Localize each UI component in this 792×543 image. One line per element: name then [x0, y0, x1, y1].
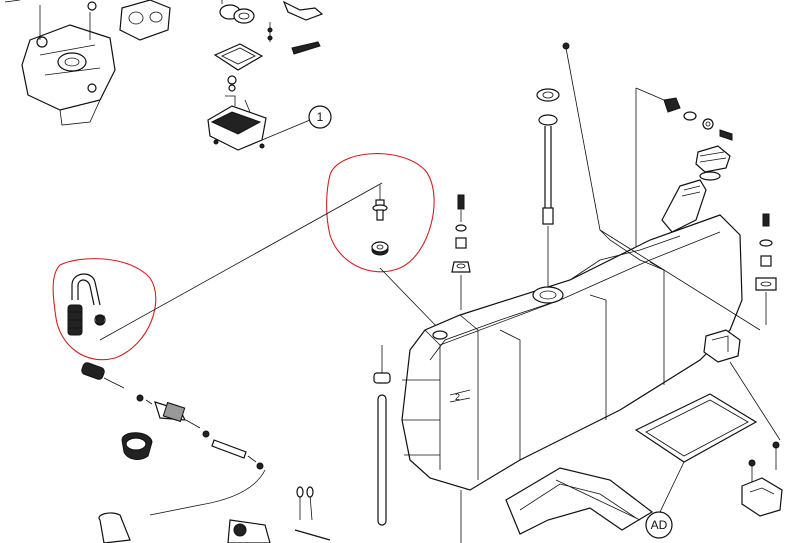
- leader-line-strap: [565, 47, 601, 231]
- clamp-piece: [121, 432, 153, 460]
- vent-fitting: [371, 185, 389, 256]
- leader-hose-to-fitting: [99, 182, 383, 341]
- rubber-pad: [634, 393, 758, 463]
- vertical-pipe: [373, 345, 391, 526]
- highlight-circle-fitting: [326, 153, 435, 273]
- bottom-right-bracket: [741, 441, 783, 517]
- mount-bracket: [703, 329, 781, 441]
- heat-shield: [505, 467, 654, 535]
- fuel-tank: 2: [401, 214, 743, 491]
- callout-1: 1: [261, 105, 332, 141]
- gasket-top: [87, 0, 171, 41]
- sending-unit-box: [207, 95, 267, 151]
- leader-fitting-to-tank: [379, 267, 441, 331]
- fuel-cap: [695, 145, 731, 181]
- tank-straps: [429, 229, 665, 361]
- gasket-square: [213, 43, 264, 92]
- nut-washer-set-top: [635, 87, 733, 260]
- callout-ad-label: AD: [651, 518, 668, 532]
- highlight-circle-hose: [52, 258, 157, 361]
- clamp-rings: [219, 0, 255, 24]
- leader-tank-top-right: [599, 229, 761, 331]
- small-link-parts: [267, 0, 324, 55]
- right-bolt-stack: [755, 213, 777, 325]
- fuel-filter-line: [81, 362, 210, 438]
- callout-1-label: 1: [317, 110, 324, 124]
- fuel-pump: [98, 469, 331, 543]
- callout-ad: AD: [555, 461, 685, 539]
- fuel-gauge-sender: [536, 88, 560, 290]
- pipe-piece: [211, 439, 264, 470]
- bolt-stack-center: [451, 194, 471, 310]
- tank-mark-label: 2: [455, 392, 460, 402]
- throttle-body-assembly: [4, 0, 116, 126]
- filler-neck: [661, 179, 707, 233]
- vent-hose: [67, 273, 106, 336]
